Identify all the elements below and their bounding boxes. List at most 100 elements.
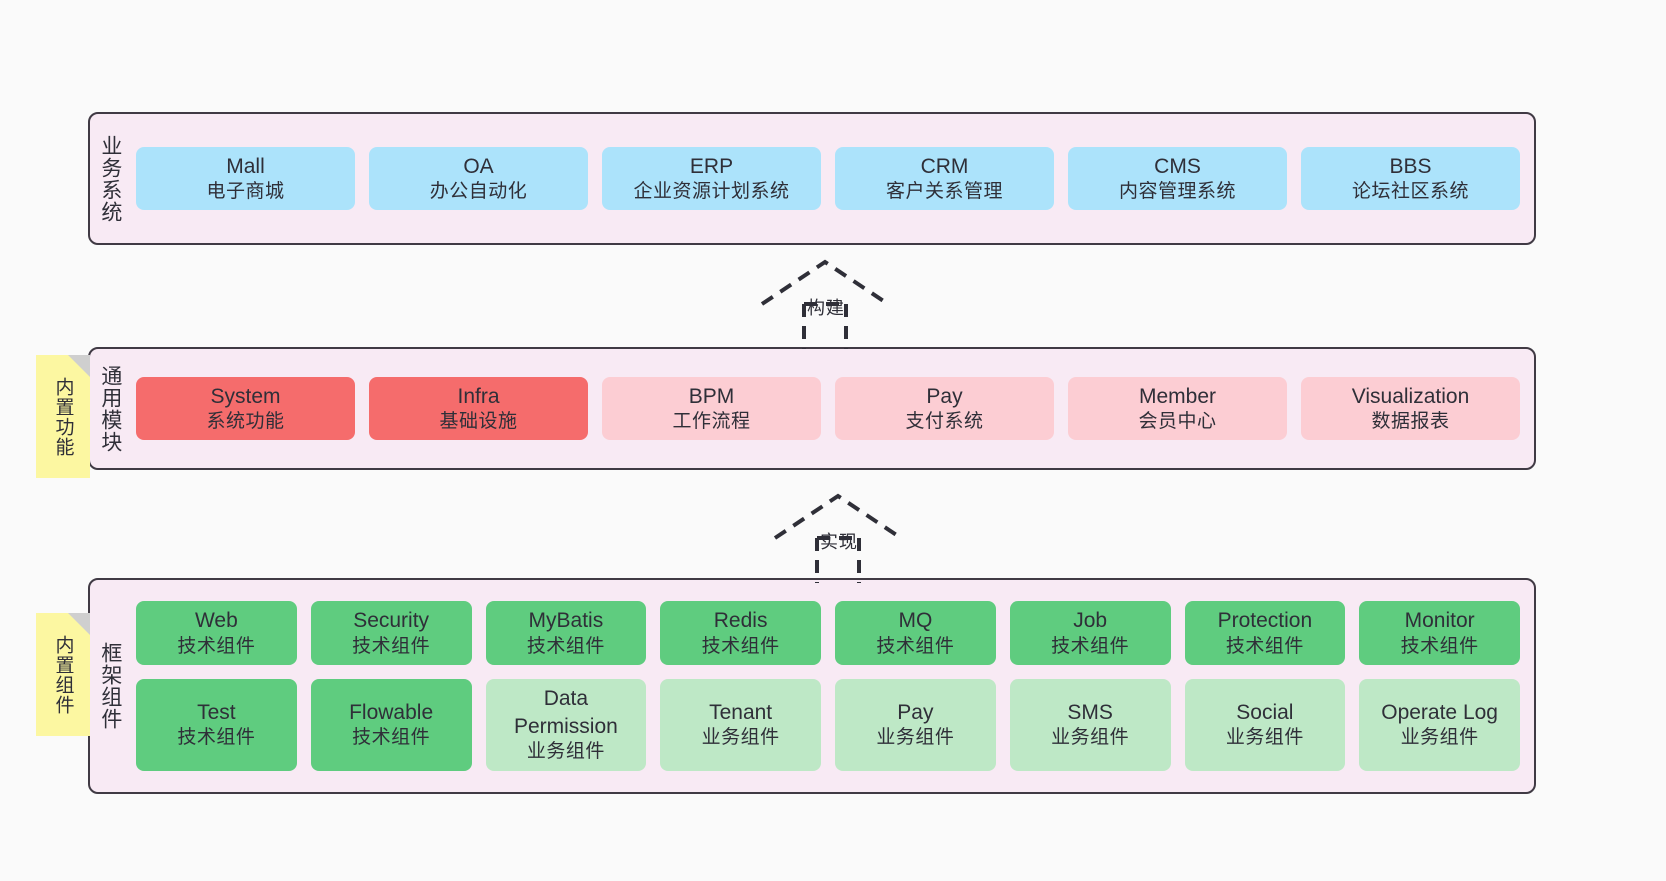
node-web[interactable]: Web 技术组件 [136,601,297,666]
node-row: Mall 电子商城 OA 办公自动化 ERP 企业资源计划系统 CRM 客户关系… [136,146,1520,211]
node-title: Visualization [1351,384,1470,408]
node-title: ERP [689,154,734,178]
node-member[interactable]: Member 会员中心 [1068,376,1287,441]
connector-build-arrow [760,259,890,349]
node-pay[interactable]: Pay 支付系统 [835,376,1054,441]
node-pay-business[interactable]: Pay 业务组件 [835,679,996,771]
layer-title-framework-components: 框架组件 [98,642,122,730]
node-subtitle: 技术组件 [352,635,431,657]
node-title: Pay [926,384,963,408]
node-system[interactable]: System 系统功能 [136,376,355,441]
node-title: CRM [920,154,969,178]
connector-implement-label: 实现 [820,532,858,552]
node-subtitle: 内容管理系统 [1118,180,1236,202]
node-title: Job [1073,609,1108,633]
node-subtitle: 技术组件 [1225,635,1304,657]
connector-implement-arrow [773,493,903,583]
node-mq[interactable]: MQ 技术组件 [835,601,996,666]
node-row: System 系统功能 Infra 基础设施 BPM 工作流程 Pay 支付系统… [136,376,1520,441]
sticky-note-builtin-component: 内置组件 [36,613,90,736]
node-subtitle: 业务组件 [701,727,780,749]
node-title: Tenant [709,700,773,724]
node-redis[interactable]: Redis 技术组件 [660,601,821,666]
node-subtitle: 业务组件 [526,740,605,762]
node-subtitle: 业务组件 [1051,727,1130,749]
node-monitor[interactable]: Monitor 技术组件 [1359,601,1520,666]
layer-framework-components: 框架组件 Web 技术组件 Security 技术组件 MyBatis 技术组件… [88,578,1536,794]
layer-business-system: 业务系统 Mall 电子商城 OA 办公自动化 ERP 企业资源计划系统 CRM… [88,112,1536,245]
node-title: Monitor [1404,609,1475,633]
node-infra[interactable]: Infra 基础设施 [369,376,588,441]
node-subtitle: 技术组件 [177,635,256,657]
layer-body-common-modules: System 系统功能 Infra 基础设施 BPM 工作流程 Pay 支付系统… [130,349,1534,468]
node-test[interactable]: Test 技术组件 [136,679,297,771]
node-subtitle: 技术组件 [1400,635,1479,657]
node-title: SMS [1067,700,1113,724]
node-erp[interactable]: ERP 企业资源计划系统 [602,146,821,211]
node-subtitle: 基础设施 [439,410,518,432]
node-subtitle: 业务组件 [1400,727,1479,749]
node-subtitle: 系统功能 [206,410,285,432]
node-oa[interactable]: OA 办公自动化 [369,146,588,211]
node-subtitle: 技术组件 [526,635,605,657]
node-title: BBS [1389,154,1432,178]
node-data-permission[interactable]: Data Permission 业务组件 [485,679,647,771]
node-operate-log[interactable]: Operate Log 业务组件 [1359,679,1520,771]
sticky-note-label: 内置功能 [52,376,74,457]
node-title: Infra [457,384,500,408]
node-title: Redis [713,609,768,633]
node-security[interactable]: Security 技术组件 [310,601,472,666]
node-title: Mall [226,154,265,178]
node-title: Web [194,609,238,633]
node-title: BPM [688,384,735,408]
layer-common-modules: 通用模块 System 系统功能 Infra 基础设施 BPM 工作流程 Pay… [88,347,1536,470]
node-title: Flowable [349,700,434,724]
node-sms[interactable]: SMS 业务组件 [1009,679,1171,771]
node-bpm[interactable]: BPM 工作流程 [602,376,821,441]
node-subtitle: 办公自动化 [429,180,528,202]
connector-build: 构建 [757,256,907,351]
node-title: MyBatis [528,609,604,633]
node-bbs[interactable]: BBS 论坛社区系统 [1301,146,1520,211]
node-subtitle: 数据报表 [1371,410,1450,432]
node-protection[interactable]: Protection 技术组件 [1184,601,1346,666]
node-subtitle: 技术组件 [701,635,780,657]
node-title: OA [463,154,494,178]
node-tenant[interactable]: Tenant 业务组件 [660,679,821,771]
sticky-fold-corner-icon [68,355,90,377]
node-subtitle: 支付系统 [905,410,984,432]
node-subtitle: 会员中心 [1138,410,1217,432]
node-mybatis[interactable]: MyBatis 技术组件 [485,601,647,666]
node-title: MQ [898,609,933,633]
node-visualization[interactable]: Visualization 数据报表 [1301,376,1520,441]
node-mall[interactable]: Mall 电子商城 [136,146,355,211]
sticky-fold-corner-icon [68,613,90,635]
layer-body-business-system: Mall 电子商城 OA 办公自动化 ERP 企业资源计划系统 CRM 客户关系… [130,114,1534,243]
node-row: Test 技术组件 Flowable 技术组件 Data Permission … [136,679,1520,771]
connector-implement: 实现 [770,490,920,585]
sticky-note-builtin-function: 内置功能 [36,355,90,478]
node-job[interactable]: Job 技术组件 [1009,601,1171,666]
node-social[interactable]: Social 业务组件 [1184,679,1346,771]
node-subtitle: 工作流程 [672,410,751,432]
node-title: Test [197,700,236,724]
sticky-note-label: 内置组件 [52,634,74,715]
layer-title-common-modules: 通用模块 [98,364,122,453]
node-subtitle: 论坛社区系统 [1351,180,1469,202]
layer-title-business-system: 业务系统 [98,134,122,223]
node-flowable[interactable]: Flowable 技术组件 [310,679,472,771]
node-subtitle: 企业资源计划系统 [633,180,790,202]
node-title: Data Permission [513,687,618,738]
node-title: CMS [1154,154,1201,178]
node-cms[interactable]: CMS 内容管理系统 [1068,146,1287,211]
node-title: Protection [1217,609,1313,633]
node-title: Social [1236,700,1294,724]
node-subtitle: 电子商城 [206,180,285,202]
node-title: System [210,384,281,408]
node-row: Web 技术组件 Security 技术组件 MyBatis 技术组件 Redi… [136,601,1520,666]
node-crm[interactable]: CRM 客户关系管理 [835,146,1054,211]
connector-build-label: 构建 [807,298,845,318]
node-subtitle: 技术组件 [352,727,431,749]
node-title: Member [1138,384,1217,408]
